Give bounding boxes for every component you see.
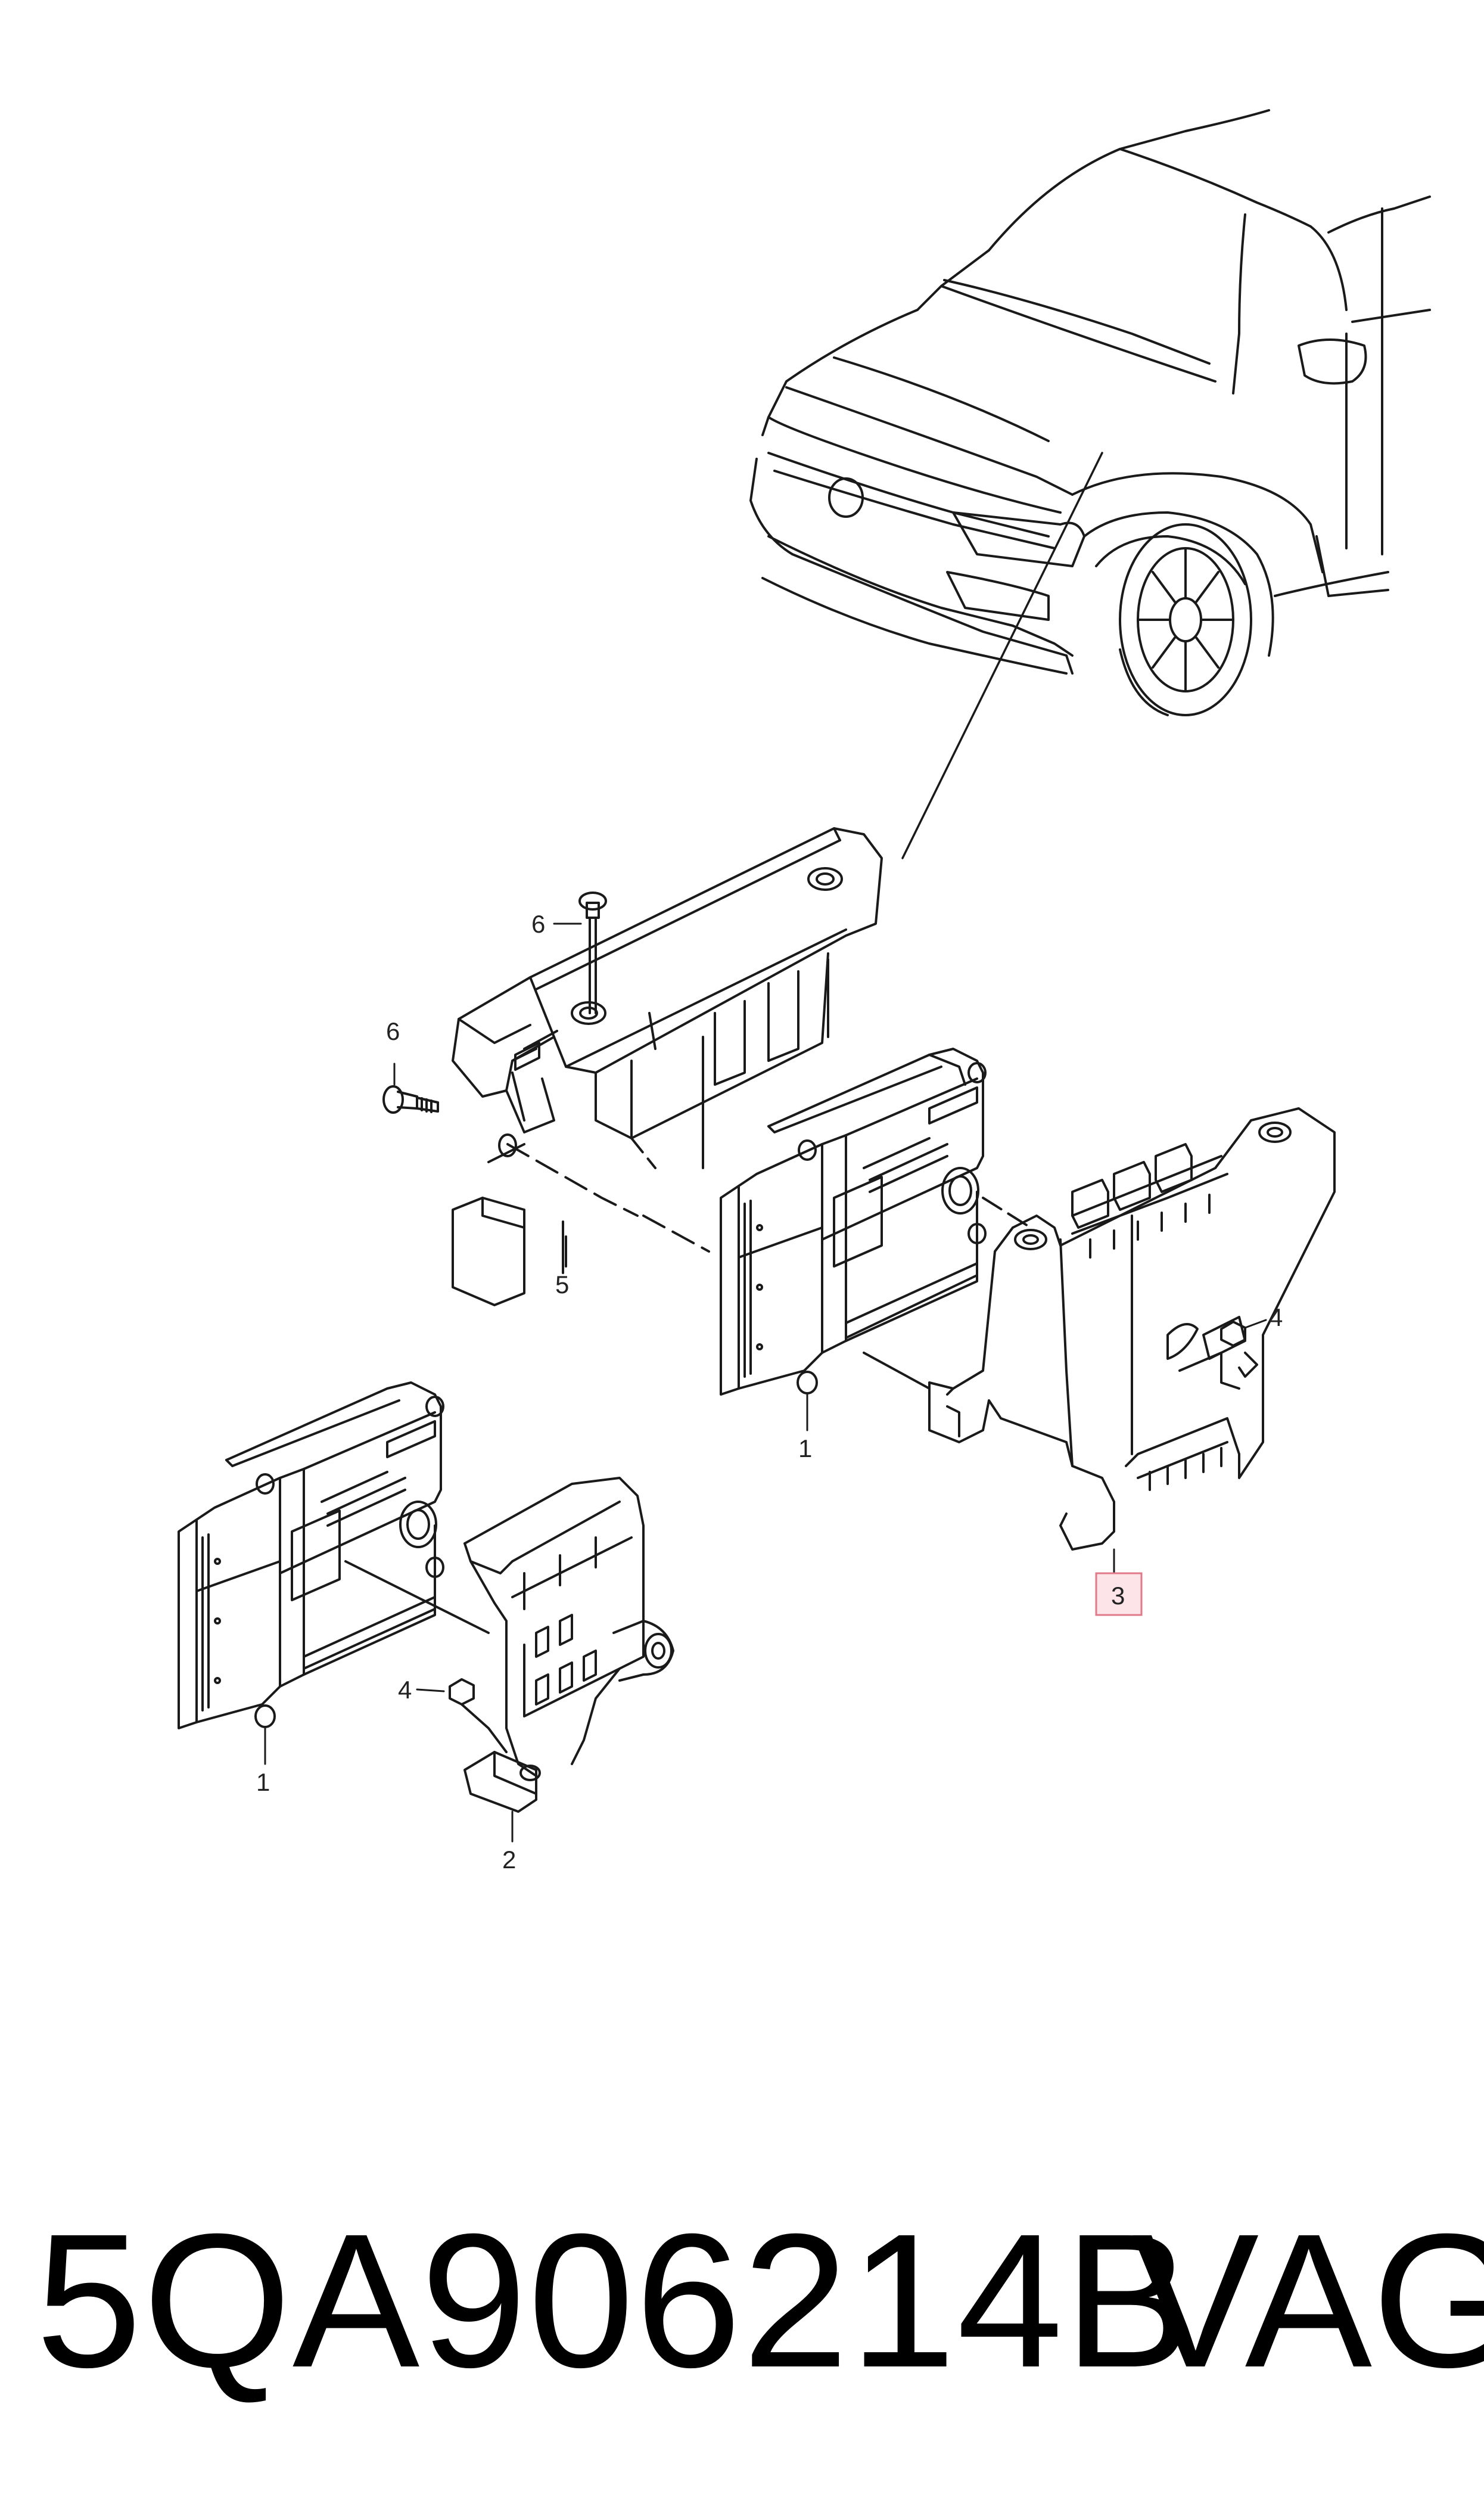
callout-4-right: 4 [1269,1303,1283,1331]
callout-3: 3 [1111,1582,1125,1610]
control-unit-lower [178,1381,490,1765]
brand-text: VAG [1132,2194,1484,2407]
callout-2: 2 [502,1846,516,1874]
callout-1-lower: 1 [256,1768,270,1796]
relay-carrier-bracket [928,1107,1336,1574]
control-unit-upper [720,1048,1032,1431]
highlight-box-part-3 [1095,1572,1143,1616]
callout-6-top: 6 [531,910,545,938]
vehicle-illustration [749,109,1431,859]
callout-6-left: 6 [386,1017,400,1045]
lower-holder-bracket [416,1477,674,1843]
callout-4-left: 4 [398,1676,412,1704]
callout-5: 5 [555,1271,569,1299]
upper-bracket-assembly [382,827,883,1306]
callout-1-upper: 1 [798,1434,812,1462]
part-number-text: 5QA906214B [36,2194,1193,2407]
